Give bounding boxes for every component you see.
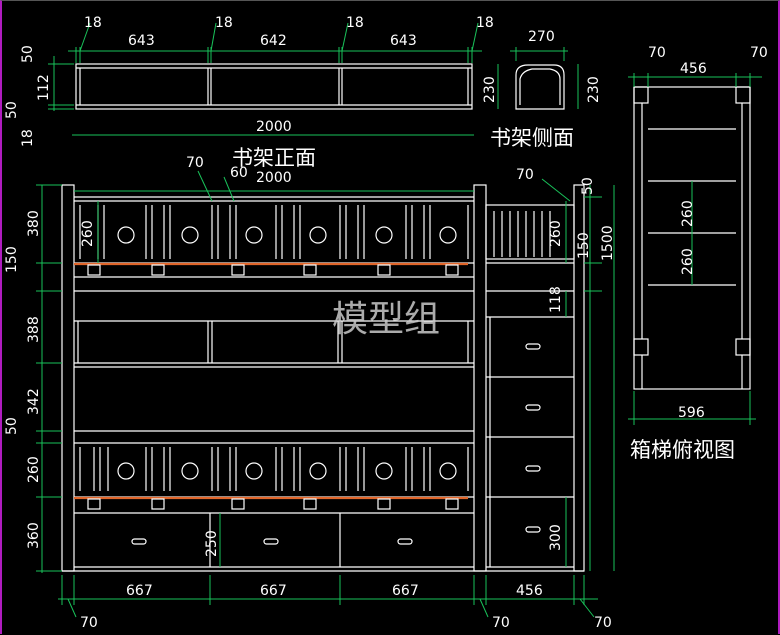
shelf-top-dimension-line bbox=[68, 22, 482, 63]
dim-stair-right-1: 50 bbox=[580, 177, 596, 195]
dim-main-top-2: 2000 bbox=[256, 170, 292, 186]
dim-main-top-0: 70 bbox=[186, 155, 204, 171]
main-top-dimension-line bbox=[74, 170, 474, 202]
dim-main-left-4: 50 bbox=[4, 417, 20, 435]
dim-shelf-top-2: 18 bbox=[215, 15, 233, 31]
dim-top-view-0: 70 bbox=[648, 45, 666, 61]
bookshelf-front-view bbox=[75, 63, 473, 110]
dim-main-left-3: 342 bbox=[26, 388, 42, 415]
side-dimension-line bbox=[510, 47, 579, 109]
dim-bottom-2: 667 bbox=[392, 583, 419, 599]
dim-main-left-6: 360 bbox=[26, 522, 42, 549]
dim-top-view-1: 456 bbox=[680, 61, 707, 77]
dim-stair-right-3: 1500 bbox=[600, 225, 616, 261]
dim-side-height: 230 bbox=[586, 76, 602, 103]
dim-bottom-edge-0: 70 bbox=[80, 615, 98, 631]
title-side: 书架侧面 bbox=[490, 126, 574, 150]
bookshelf-side-view bbox=[515, 64, 565, 110]
dim-shelf-left-1: 112 bbox=[36, 74, 52, 101]
dim-top-view-2: 70 bbox=[750, 45, 768, 61]
lower-rail-slats bbox=[79, 447, 469, 491]
upper-rail-blocks bbox=[87, 264, 459, 276]
dim-inner-0: 260 bbox=[80, 220, 96, 247]
watermark: 模型组 bbox=[332, 299, 440, 340]
upper-rail-circles bbox=[117, 226, 457, 244]
dim-bottom-edge-2: 70 bbox=[594, 615, 612, 631]
dim-shelf-top-4: 18 bbox=[346, 15, 364, 31]
stair-top-view bbox=[633, 86, 751, 390]
dim-top-view-3: 260 bbox=[680, 200, 696, 227]
title-top-view: 箱梯俯视图 bbox=[630, 438, 735, 462]
main-front-view bbox=[61, 184, 585, 572]
dim-top-view-4: 260 bbox=[680, 248, 696, 275]
dim-bottom-1: 667 bbox=[260, 583, 287, 599]
dim-bottom-edge-1: 70 bbox=[492, 615, 510, 631]
dim-inner-4: 300 bbox=[548, 524, 564, 551]
dim-shelf-left-2: 50 bbox=[4, 101, 20, 119]
dim-top-view-5: 596 bbox=[678, 405, 705, 421]
stair-right-dimension-line bbox=[541, 178, 615, 571]
bottom-dimension-line bbox=[58, 575, 598, 618]
dim-inner-3: 250 bbox=[204, 530, 220, 557]
dim-main-top-1: 60 bbox=[230, 165, 248, 181]
dim-main-left-1: 150 bbox=[4, 246, 20, 273]
dim-side-width: 270 bbox=[528, 29, 555, 45]
dim-main-left-0: 380 bbox=[26, 210, 42, 237]
lower-rail-circles bbox=[117, 462, 457, 480]
dim-stair-right-2: 150 bbox=[576, 232, 592, 259]
top-view-dimension-line bbox=[628, 73, 762, 425]
dim-bottom-3: 456 bbox=[516, 583, 543, 599]
dim-shelf-left-0: 50 bbox=[20, 45, 36, 63]
drawer-handles bbox=[131, 343, 541, 545]
dim-shelf-top-1: 643 bbox=[128, 33, 155, 49]
lower-rail-blocks bbox=[87, 498, 459, 510]
dim-inner-1: 260 bbox=[548, 220, 564, 247]
dim-shelf-top-0: 18 bbox=[84, 15, 102, 31]
shelf-left-dimension-line bbox=[48, 56, 74, 111]
main-left-dimension-line bbox=[36, 184, 62, 573]
dim-stair-right-0: 70 bbox=[516, 167, 534, 183]
title-front: 书架正面 bbox=[232, 146, 316, 170]
dim-shelf-width: 2000 bbox=[256, 119, 292, 135]
dim-main-left-2: 388 bbox=[26, 316, 42, 343]
dim-inner-2: 118 bbox=[548, 286, 564, 313]
dim-main-left-5: 260 bbox=[26, 456, 42, 483]
dim-shelf-top-3: 642 bbox=[260, 33, 287, 49]
dim-shelf-height: 230 bbox=[482, 76, 498, 103]
upper-rail-slats bbox=[79, 205, 551, 259]
dim-shelf-top-6: 18 bbox=[476, 15, 494, 31]
dim-shelf-top-5: 643 bbox=[390, 33, 417, 49]
dim-shelf-left-3: 18 bbox=[20, 129, 36, 147]
dim-bottom-0: 667 bbox=[126, 583, 153, 599]
